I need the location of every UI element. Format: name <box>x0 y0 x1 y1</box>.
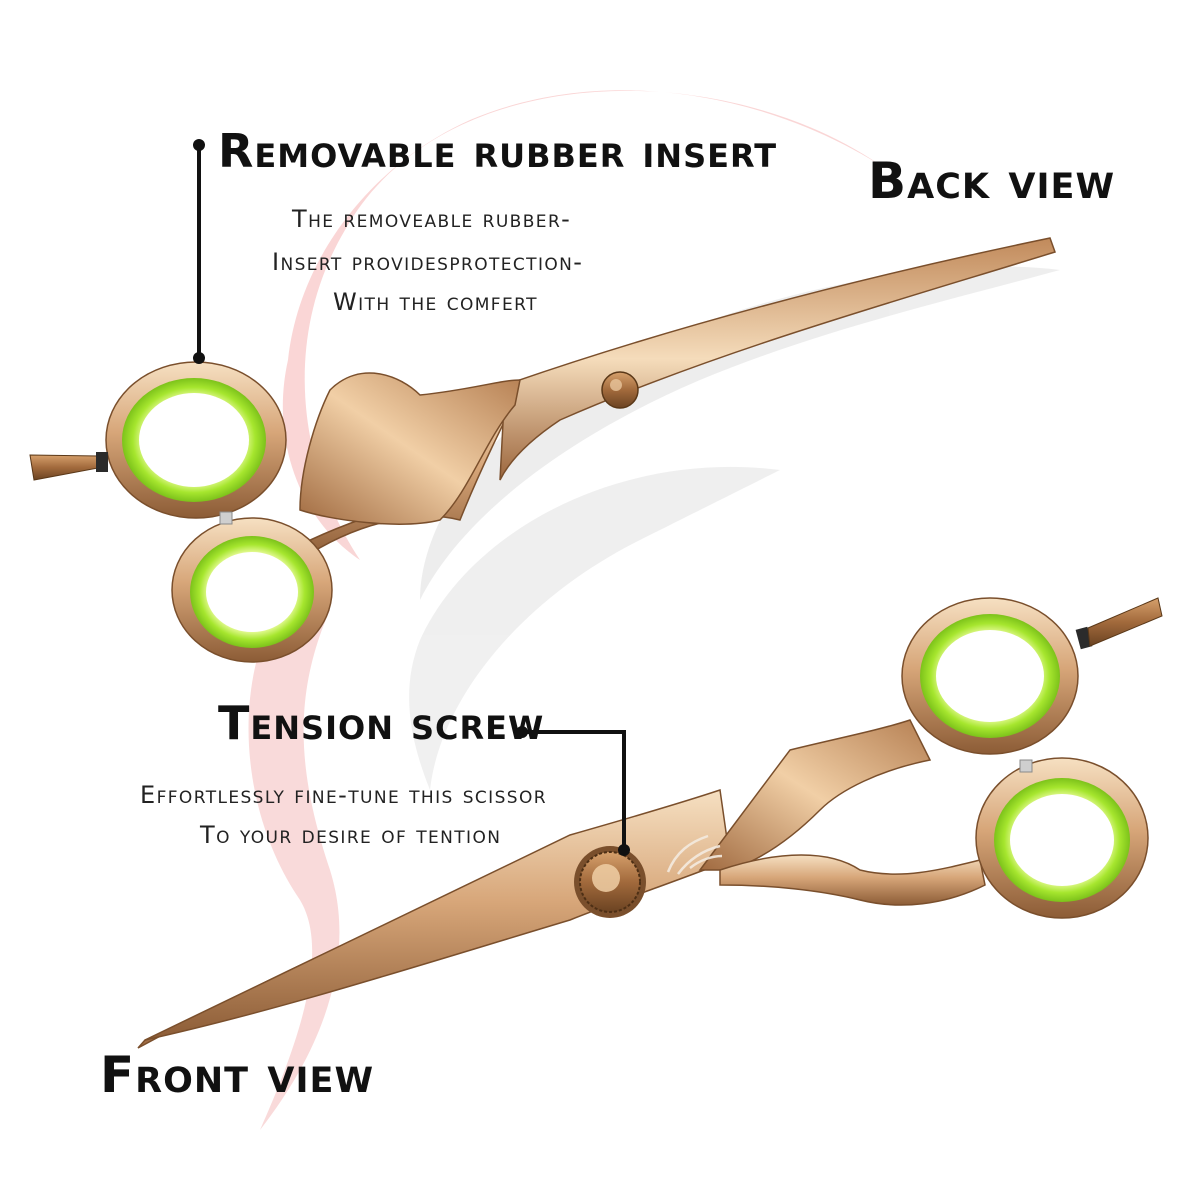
front-view-label: Front view <box>100 1046 375 1104</box>
watermark-gray-hook <box>409 466 780 790</box>
back-view-label: Back view <box>868 152 1116 210</box>
back-view-scissor <box>29 237 1056 663</box>
back-blade <box>499 237 1056 481</box>
watermark-red-hook <box>248 610 340 1130</box>
back-pivot-screw <box>601 371 639 409</box>
rubber-insert-desc-line-1: the removeable rubber- <box>292 205 572 233</box>
tension-screw-callout-line <box>522 730 626 850</box>
back-upper-handle <box>299 372 521 525</box>
back-pivot-screw-highlight <box>610 379 622 391</box>
rubber-insert-desc-line-3: with the comfert <box>333 288 538 316</box>
back-finger-rest-collar <box>96 452 108 472</box>
back-silencer <box>219 511 233 525</box>
rubber-insert-callout-dot-top <box>193 139 205 151</box>
tension-screw-callout-dot-bottom <box>618 844 630 856</box>
callout-lines <box>193 139 630 856</box>
back-lower-ring-hole <box>206 552 298 632</box>
brand-emblem-icon <box>666 834 723 875</box>
front-upper-ring-hole <box>936 630 1044 722</box>
tension-screw-desc-line-1: Effortlessly fine-tune this scissor <box>140 781 547 809</box>
rubber-insert-desc-line-2: insert providesprotection- <box>272 248 584 276</box>
front-finger-rest <box>1087 597 1163 647</box>
rubber-insert-callout-dot-bottom <box>193 352 205 364</box>
front-silencer <box>1019 759 1033 773</box>
tension-screw-desc-line-2: to your desire of tention <box>200 821 502 849</box>
tension-screw-icon <box>574 846 646 918</box>
front-lower-ring-hole <box>1010 794 1114 886</box>
rubber-insert-title: Removable rubber insert <box>218 124 778 178</box>
front-lower-handle <box>719 854 986 906</box>
tension-screw-title: Tension screw <box>218 696 545 750</box>
tension-screw-callout-dot-left <box>516 726 528 738</box>
front-view-scissor <box>137 597 1163 1049</box>
back-upper-ring-hole <box>139 393 249 487</box>
back-finger-rest <box>29 454 99 481</box>
front-upper-handle <box>698 719 932 871</box>
